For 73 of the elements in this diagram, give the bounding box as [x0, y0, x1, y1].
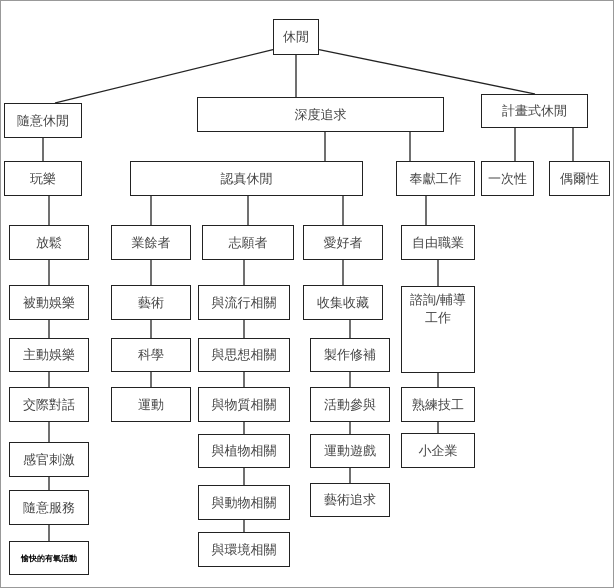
category-box: 偶爾性 [549, 161, 610, 196]
category-box: 製作修補 [310, 338, 390, 372]
connector-line [437, 422, 439, 433]
connector-line [243, 468, 245, 485]
category-box: 與思想相關 [198, 338, 290, 372]
connector-line [437, 260, 439, 286]
category-box: 與環境相關 [198, 532, 290, 567]
connector-line [150, 320, 152, 338]
connector-line [409, 132, 411, 161]
connector-line [324, 132, 326, 161]
category-box: 交際對話 [9, 387, 89, 422]
connector-line [349, 422, 351, 434]
category-box: 休閒 [273, 19, 319, 55]
connector-line [48, 196, 50, 225]
category-box: 愉快的有氧活動 [9, 541, 89, 575]
category-box: 自由職業 [401, 225, 475, 260]
connector-line [437, 373, 439, 387]
category-box: 藝術追求 [310, 483, 390, 517]
category-box: 隨意休閒 [4, 103, 82, 138]
connector-line [572, 128, 574, 161]
connector-line [243, 260, 245, 285]
category-box: 隨意服務 [9, 490, 89, 525]
connector-line [243, 422, 245, 434]
connector-line [349, 468, 351, 483]
connector-line [150, 260, 152, 285]
connector-line [48, 422, 50, 442]
connector-line [48, 525, 50, 541]
category-box: 與植物相關 [198, 434, 290, 468]
connector-line [150, 196, 152, 225]
category-box: 諮詢/輔導工作 [401, 286, 475, 373]
connector-line [243, 320, 245, 338]
category-box: 運動 [111, 387, 191, 422]
category-box: 奉獻工作 [396, 161, 475, 196]
category-box: 玩樂 [4, 161, 82, 196]
connector-line [48, 372, 50, 387]
category-box: 活動參與 [310, 387, 390, 422]
category-box: 運動遊戲 [310, 434, 390, 468]
connector-line [243, 520, 245, 532]
connector-line [514, 128, 516, 161]
category-box: 熟練技工 [401, 387, 475, 422]
category-box: 計畫式休閒 [481, 94, 588, 128]
connector-line [342, 196, 344, 225]
category-box: 科學 [111, 338, 191, 372]
category-box: 志願者 [202, 225, 294, 260]
category-box: 放鬆 [9, 225, 89, 260]
category-box: 藝術 [111, 285, 191, 320]
category-box: 與流行相關 [198, 285, 290, 320]
category-box: 感官刺激 [9, 442, 89, 477]
connector-line [48, 477, 50, 490]
category-box: 主動娛樂 [9, 338, 89, 372]
connector-line [425, 196, 427, 225]
category-box: 被動娛樂 [9, 285, 89, 320]
category-box: 收集收藏 [303, 285, 383, 320]
category-box: 業餘者 [111, 225, 191, 260]
category-box: 愛好者 [303, 225, 383, 260]
connector-line [150, 372, 152, 387]
category-box: 一次性 [481, 161, 534, 196]
category-box: 與動物相關 [198, 485, 290, 520]
category-box: 小企業 [401, 433, 475, 468]
connector-line [295, 55, 297, 97]
category-box: 與物質相關 [198, 387, 290, 422]
connector-line [42, 138, 44, 161]
category-box: 認真休閒 [130, 161, 363, 196]
category-box: 深度追求 [197, 97, 444, 132]
connector-line [349, 372, 351, 387]
connector-line [243, 372, 245, 387]
connector-line [54, 48, 274, 104]
connector-line [318, 48, 536, 95]
connector-line [247, 196, 249, 225]
connector-line [349, 320, 351, 338]
connector-line [342, 260, 344, 285]
connector-line [48, 320, 50, 338]
connector-line [48, 260, 50, 285]
